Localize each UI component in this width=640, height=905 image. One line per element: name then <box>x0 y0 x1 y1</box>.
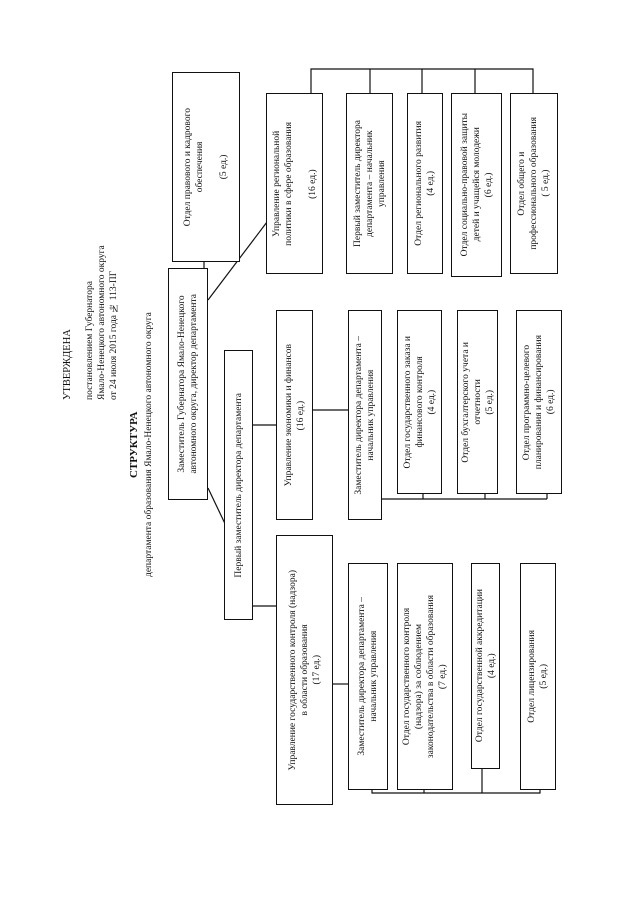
box-label: Отдел государственной аккредитации (4 ед… <box>474 589 497 743</box>
box-accreditation: Отдел государственной аккредитации (4 ед… <box>471 563 500 769</box>
box-label: Заместитель директора департамента – нач… <box>354 335 376 495</box>
box-department-head: Заместитель Губернатора Ямало-Ненецкого … <box>168 268 208 500</box>
box-label: Первый заместитель директора департамент… <box>233 392 244 578</box>
box-regional-deputy: Первый заместитель директора департамент… <box>346 93 393 274</box>
box-general-education: Отдел общего и профессионального образов… <box>510 93 558 274</box>
box-label: Управление региональной политики в сфере… <box>271 121 318 246</box>
box-accounting: Отдел бухгалтерского учета и отчетности … <box>457 310 498 494</box>
box-program-planning: Отдел программно-целевого планирования и… <box>516 310 562 494</box>
box-label: Отдел лицензирования (5 ед.) <box>527 630 549 723</box>
box-licensing: Отдел лицензирования (5 ед.) <box>520 563 556 790</box>
box-label: Заместитель Губернатора Ямало-Ненецкого … <box>177 294 199 474</box>
box-economics-deputy: Заместитель директора департамента – нач… <box>348 310 382 520</box>
box-legal-department: Отдел правового и кадрового обеспечения … <box>172 72 240 262</box>
box-label: Отдел программно-целевого планирования и… <box>522 334 556 470</box>
box-control-department: Отдел государственного контроля (надзора… <box>397 563 453 790</box>
box-label: Управление экономики и финансов (16 ед.) <box>283 343 306 487</box>
box-label: Заместитель директора департамента – нач… <box>357 597 379 756</box>
box-label: Отдел бухгалтерского учета и отчетности … <box>460 341 495 463</box>
box-regional-policy-mgmt: Управление региональной политики в сфере… <box>266 93 323 274</box>
box-economics-mgmt: Управление экономики и финансов (16 ед.) <box>276 310 313 520</box>
box-label: Отдел регионального развития (4 ед.) <box>414 121 436 246</box>
box-regional-development: Отдел регионального развития (4 ед.) <box>407 93 443 274</box>
box-control-deputy: Заместитель директора департамента – нач… <box>348 563 388 790</box>
box-label: Отдел правового и кадрового обеспечения … <box>183 107 229 227</box>
box-first-deputy: Первый заместитель директора департамент… <box>224 350 253 620</box>
box-label: Первый заместитель директора департамент… <box>352 120 387 247</box>
box-label: Отдел общего и профессионального образов… <box>517 117 551 250</box>
box-procurement: Отдел государственного заказа и финансов… <box>397 310 442 494</box>
box-control-mgmt: Управление государственного контроля (на… <box>276 535 333 805</box>
box-social-protection: Отдел социально-правовой защиты детей и … <box>451 93 502 277</box>
box-label: Управление государственного контроля (на… <box>287 569 322 771</box>
box-label: Отдел социально-правовой защиты детей и … <box>459 113 494 257</box>
box-label: Отдел государственного заказа и финансов… <box>402 335 437 469</box>
box-label: Отдел государственного контроля (надзора… <box>402 594 448 759</box>
